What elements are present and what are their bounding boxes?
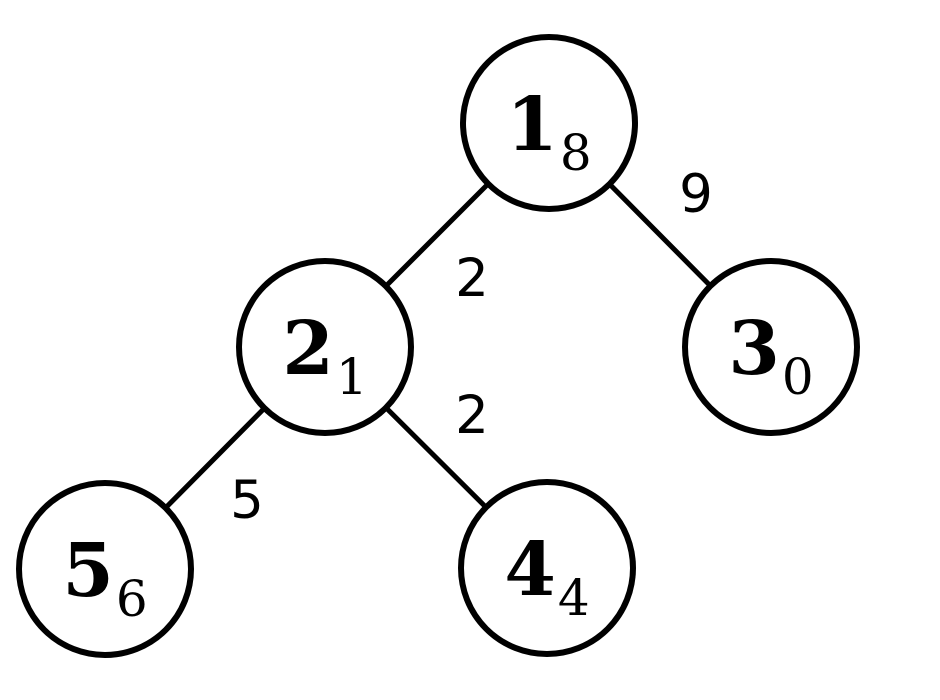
node-1-subscript: 8	[560, 124, 592, 182]
node-3-value: 3	[728, 306, 780, 392]
edge-weight-2-5: 5	[230, 470, 264, 531]
node-1-circle	[460, 34, 638, 212]
node-3-circle	[682, 258, 860, 436]
node-1-label: 18	[506, 82, 591, 182]
edge-weight-1-3: 9	[679, 164, 713, 225]
node-4-subscript: 4	[558, 569, 590, 627]
node-2-value: 2	[282, 306, 334, 392]
node-1-value: 1	[506, 82, 558, 168]
node-2-subscript: 1	[336, 348, 368, 406]
node-4-label: 44	[504, 527, 589, 627]
node-2-label: 21	[282, 306, 367, 406]
node-4-value: 4	[504, 527, 556, 613]
node-5-subscript: 6	[116, 570, 148, 628]
node-5-circle	[16, 480, 194, 658]
node-5-label: 56	[62, 528, 147, 628]
edge-weight-2-4: 2	[455, 385, 489, 446]
node-4-circle	[458, 479, 636, 657]
node-5-value: 5	[62, 528, 114, 614]
node-3-label: 30	[728, 306, 813, 406]
node-3-subscript: 0	[782, 348, 814, 406]
node-2-circle	[236, 258, 414, 436]
edge-weight-1-2: 2	[455, 248, 489, 309]
